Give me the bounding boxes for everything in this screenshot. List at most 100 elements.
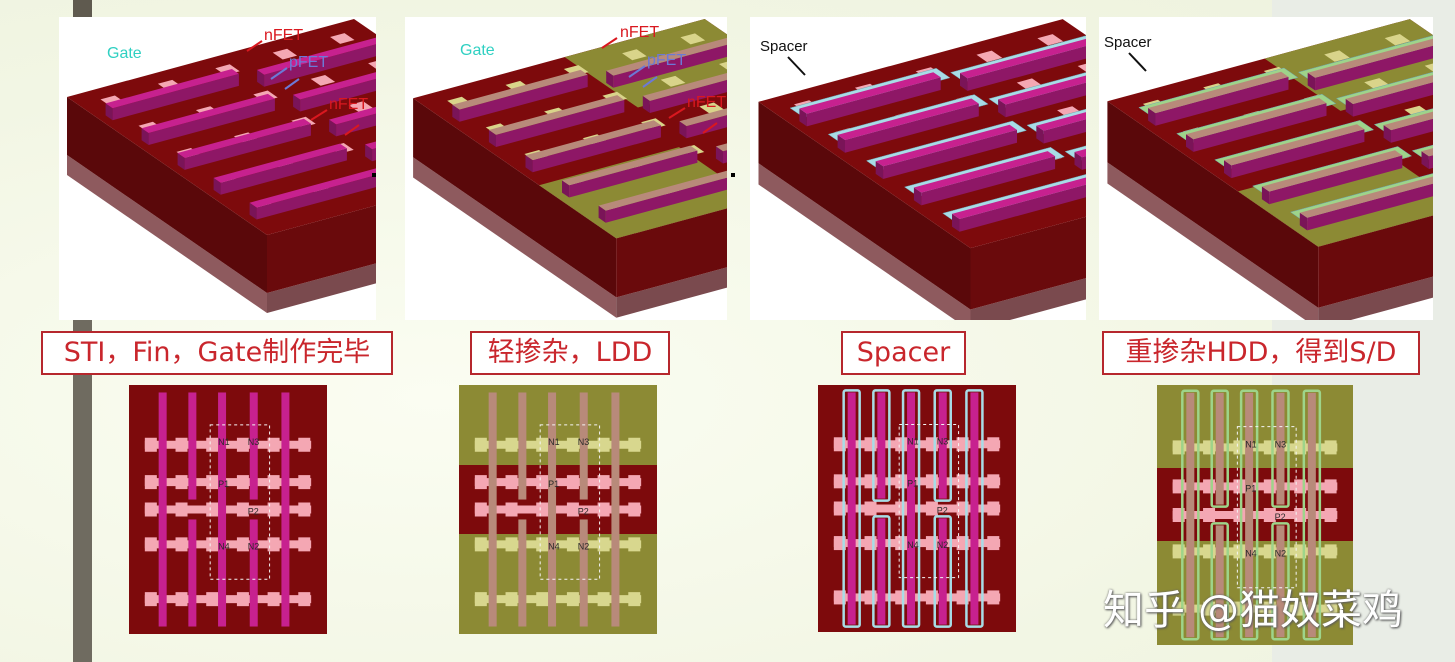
fin [1172,604,1338,613]
node-label-n2: N2 [248,541,260,551]
fin-contact [536,475,549,490]
gate-side [452,104,460,122]
fin-contact [597,592,610,607]
base-slab-side [1318,270,1455,329]
gate-side [256,173,383,220]
node-label-p2: P2 [578,506,589,516]
fin [1172,511,1338,519]
base-slab-front [67,155,267,313]
gate-side [141,128,149,145]
cell-boundary [1236,426,1297,589]
node-label-n2: N2 [937,540,949,550]
fin-contact [566,475,579,490]
panel-3d-sti-fin-gate: Gate nFET pFET nFET [59,17,554,320]
caption-ldd: 轻掺杂，LDD [470,331,670,375]
fin-contact [144,475,157,490]
gate-side [264,40,391,87]
gate-side [1307,181,1441,231]
bullet-dot [372,173,376,177]
fin-contact [660,75,686,87]
fin-contact [505,437,518,452]
gate-side [496,100,625,147]
fin [833,440,1001,449]
gate-side [799,108,807,127]
fin-contact [267,475,280,490]
node-label-n3: N3 [248,437,260,447]
fin-contact [987,474,1000,489]
gate [188,519,197,627]
caption-spacer: Spacer [841,331,966,375]
fin-contact [597,437,610,452]
gate-side [112,73,239,121]
fin-contact [206,502,219,517]
fin [144,505,312,514]
gate [218,392,227,627]
gate-side [1261,186,1270,205]
fin-contact [298,437,311,452]
spacer [1210,522,1229,641]
fin-contact [298,502,311,517]
gate-side [837,134,845,153]
node-label-n2: N2 [1275,549,1287,559]
spacer [1302,389,1322,641]
fin [144,595,312,604]
gate [518,519,527,627]
fin-contact [474,502,487,517]
base-slab-front [413,157,617,318]
gate-top [488,95,625,135]
gate [877,392,886,499]
fin-contact [206,437,219,452]
fin-contact [1037,34,1064,46]
fin-contact [1203,440,1216,455]
fin-contact [236,437,249,452]
node-label-n4: N4 [548,541,560,551]
fin-contact [1324,50,1350,62]
arrow-icon [284,78,300,90]
node-label-p1: P1 [1245,484,1256,494]
fin-contact [1384,34,1411,46]
fin [474,540,642,549]
fin-contact [206,537,219,552]
panel-3d-hdd: Spacer [1099,17,1455,329]
gate-top [1148,71,1289,114]
fin-contact [628,475,641,490]
fin [144,540,312,549]
node-label-n4: N4 [907,540,919,550]
fin-contact [298,537,311,552]
fin-contact [987,536,1000,551]
caption-sti-fin-gate: STI，Fin，Gate制作完毕 [41,331,393,375]
spacer [1271,389,1290,508]
fin-contact [474,537,487,552]
gate-side [220,148,347,195]
node-label-p2: P2 [937,505,948,515]
gate-side [845,103,979,153]
fin-contact [925,590,938,605]
gate-side [913,187,922,206]
arrow-icon [787,56,806,76]
fin-contact [895,536,908,551]
gate-top [452,69,588,110]
fin-contact [206,592,219,607]
gate-side [1421,151,1429,169]
gate-top [1186,98,1327,140]
fin [144,478,312,487]
label-arrows [246,40,360,136]
pfet-label: pFET [647,52,686,69]
node-label-n1: N1 [218,437,230,447]
arrow-icon [668,107,686,119]
fin [1172,482,1338,491]
fin-contact [175,475,188,490]
gate [1215,392,1224,505]
node-label-n4: N4 [1245,549,1257,559]
node-label-p1: P1 [907,478,918,488]
fin-contact [680,33,706,45]
spacer [1181,389,1200,641]
fin-contact [144,537,157,552]
node-label-n3: N3 [1275,439,1287,449]
gate-side [257,69,265,87]
fin-contact [1233,440,1246,455]
fin-contact [536,537,549,552]
gate [158,392,167,627]
